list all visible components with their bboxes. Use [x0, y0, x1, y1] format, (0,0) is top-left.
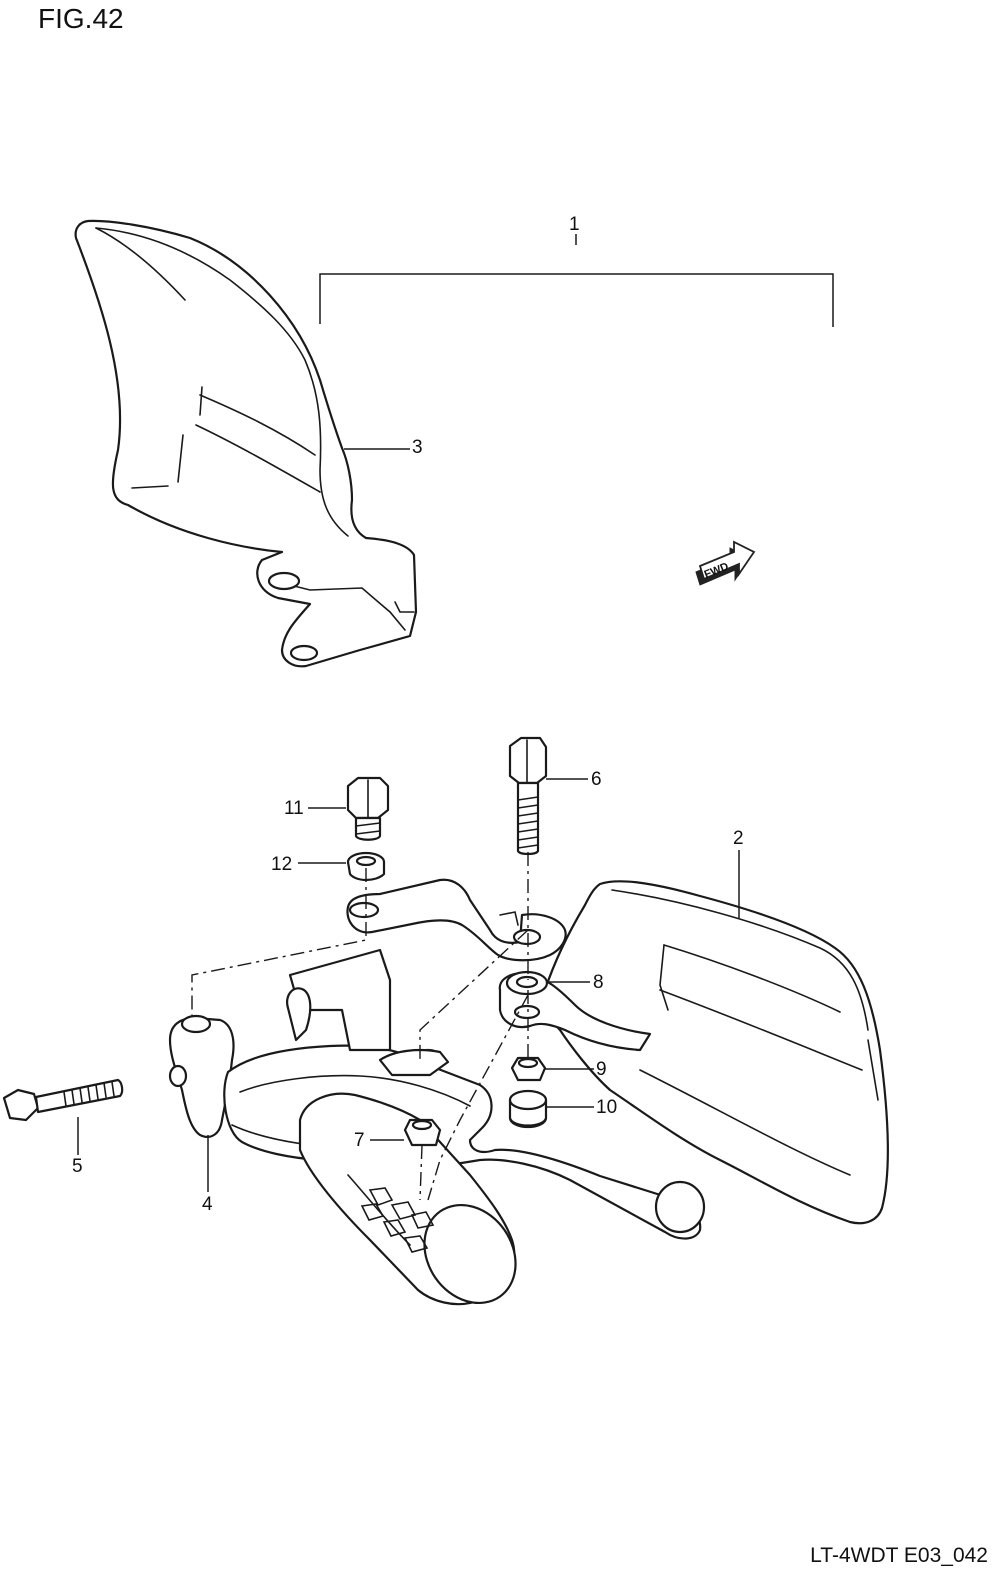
callout-5: 5	[72, 1156, 83, 1177]
callout-3: 3	[412, 437, 423, 458]
assembly-lines	[191, 852, 529, 1201]
callout-1-bracket	[319, 234, 834, 327]
hand-guard-upper	[74, 219, 418, 668]
mount-bracket-upper	[346, 878, 567, 962]
figure-title: FIG.42	[38, 3, 124, 34]
collar-12	[298, 851, 386, 882]
bolt-5	[2, 1078, 124, 1155]
callout-6: 6	[591, 769, 602, 790]
callout-8: 8	[593, 972, 604, 993]
callout-11: 11	[284, 798, 304, 819]
callout-7: 7	[354, 1130, 365, 1151]
callout-9: 9	[596, 1059, 607, 1080]
callout-1: 1	[569, 214, 580, 235]
nut-7	[370, 1118, 442, 1147]
bolt-11	[308, 776, 390, 841]
figure-code: LT-4WDT E03_042	[810, 1544, 988, 1567]
callout-12: 12	[271, 854, 293, 875]
bolt-6	[508, 736, 588, 856]
fwd-arrow-icon: FWD	[695, 540, 756, 586]
callout-2: 2	[733, 828, 744, 849]
spacer-10	[508, 1089, 594, 1129]
callout-4: 4	[202, 1194, 213, 1215]
washer-8	[505, 970, 590, 996]
handlebar-grip	[298, 1092, 517, 1306]
callout-10: 10	[596, 1097, 618, 1118]
nut-9	[510, 1056, 594, 1082]
